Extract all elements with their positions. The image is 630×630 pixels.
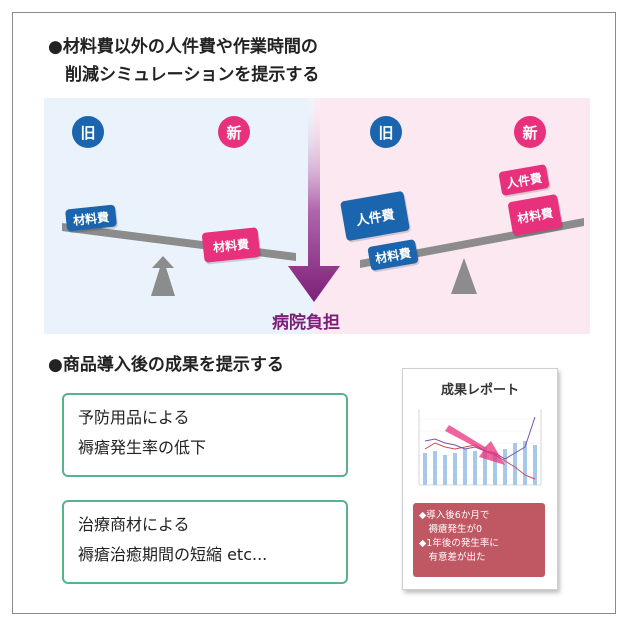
section1-title-line1: ●材料費以外の人件費や作業時間の: [48, 37, 318, 57]
right-new-badge: 新: [514, 116, 546, 148]
results-report-card: 成果レポート ◆導入後6か月で 褥瘡発生が0 ◆1年後の発生率に 有意差が出た: [402, 368, 558, 590]
report-note: ◆導入後6か月で 褥瘡発生が0 ◆1年後の発生率に 有意差が出た: [413, 503, 545, 577]
note-line3: ◆1年後の発生率に: [419, 538, 499, 549]
section1-title-line2: 削減シミュレーションを提示する: [48, 65, 320, 85]
result-2-line2: 褥瘡治癒期間の短縮 etc...: [78, 545, 268, 564]
left-old-badge: 旧: [72, 116, 104, 148]
left-new-material-box: 材料費: [201, 227, 261, 263]
right-fulcrum: [451, 258, 477, 294]
note-line1: ◆導入後6か月で: [419, 510, 490, 521]
report-chart-thumbnail: [418, 409, 542, 486]
result-1-line1: 予防用品による: [78, 408, 190, 427]
note-line2: 褥瘡発生が0: [419, 524, 483, 535]
left-beam: [62, 223, 296, 261]
report-title: 成果レポート: [440, 383, 519, 398]
result-box-treatment: 治療商材による 褥瘡治癒期間の短縮 etc...: [62, 500, 348, 584]
down-arrow-icon: [288, 98, 340, 302]
result-1-line2: 褥瘡発生率の低下: [78, 438, 207, 457]
hospital-burden-label: 病院負担: [272, 313, 340, 333]
note-line4: 有意差が出た: [419, 552, 486, 563]
right-old-badge: 旧: [370, 116, 402, 148]
result-box-prevention: 予防用品による 褥瘡発生率の低下: [62, 393, 348, 477]
section2-title: ●商品導入後の成果を提示する: [48, 355, 284, 375]
left-fulcrum: [151, 258, 175, 296]
result-2-line1: 治療商材による: [78, 515, 190, 534]
left-new-badge: 新: [218, 116, 250, 148]
